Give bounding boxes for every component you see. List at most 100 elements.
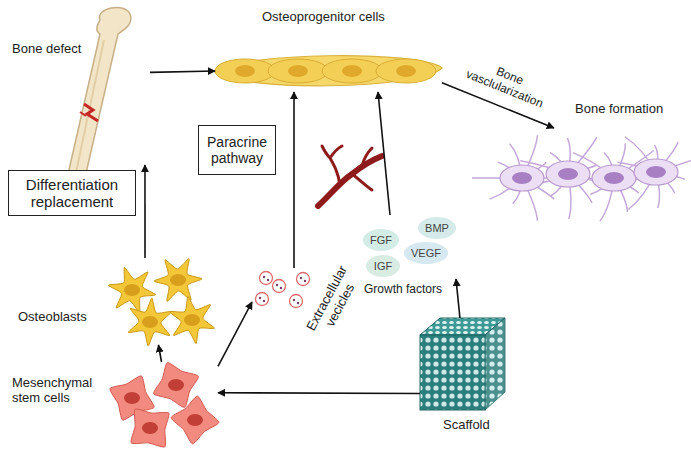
scaffold-illustration (485, 318, 505, 410)
vesicle-illustration (256, 293, 269, 306)
stem-cell-illustration (187, 414, 203, 426)
stem-cell-illustration (124, 392, 140, 404)
vesicle-illustration (297, 273, 310, 286)
bone-formation-illustration (604, 172, 624, 184)
flow-arrow (150, 71, 215, 72)
pathway-box: Paracrine pathway (198, 125, 276, 175)
osteoprogenitor-illustration (376, 59, 436, 83)
growth-factors: Growth factorsFGFBMPIGFVEGF (360, 215, 460, 279)
osteoprogenitor-illustration (396, 65, 416, 77)
flow-arrow (293, 92, 295, 268)
flow-arrow (144, 165, 146, 258)
bone-formation-illustration (512, 172, 532, 184)
vesicle-illustration (280, 287, 282, 289)
node-text: BMP (425, 222, 449, 235)
scaffold-illustration (420, 335, 485, 410)
osteoblast-illustration (142, 316, 158, 328)
osteoblast-illustration (169, 296, 214, 343)
vesicle-illustration (263, 276, 265, 278)
node-label: Bone formation (575, 102, 663, 117)
bone-formation-illustration (472, 135, 691, 221)
osteoblast-illustration (154, 259, 202, 302)
bone-illustration (74, 40, 104, 182)
bone-illustration (80, 112, 86, 116)
osteoprogenitor-illustration (268, 59, 328, 83)
osteoblast-illustration (124, 284, 140, 296)
flow-arrow (378, 92, 390, 215)
osteoprogenitor-illustration (288, 65, 308, 77)
vesicle-illustration (259, 297, 261, 299)
vesicle-illustration (300, 277, 302, 279)
node-text: Paracrine pathway (204, 134, 270, 166)
blood-vessel (322, 146, 372, 190)
growth-factor: BMP (418, 217, 456, 239)
stem-cell-illustration (131, 409, 169, 447)
mesenchymal-stem-cells: Mesenchymal stem cells (105, 362, 218, 450)
blood-vessel (318, 156, 382, 206)
growth-factor: IGF (366, 255, 400, 277)
growth-factor: FGF (363, 229, 399, 251)
bone-formation-illustration (558, 168, 578, 180)
osteoprogenitor-illustration (215, 59, 275, 83)
vesicle-illustration (260, 272, 273, 285)
node-text: Differentiation replacement (14, 176, 130, 211)
stem-cell-illustration (168, 379, 184, 391)
node-text: VEGF (411, 247, 441, 260)
scaffold-illustration (420, 318, 505, 410)
bone-formation-illustration (500, 165, 544, 191)
osteoblast-illustration (108, 259, 214, 346)
pathway-box: Differentiation replacement (8, 170, 136, 216)
stem-cell-illustration (142, 422, 158, 434)
growth-factor: VEGF (404, 242, 448, 264)
vesicle-illustration (304, 280, 306, 282)
scaffold: Scaffold (420, 318, 505, 410)
bone-formation-illustration (634, 159, 678, 185)
flow-arrow (218, 302, 252, 366)
bone-formation-illustration (646, 166, 666, 178)
vesicle-illustration (297, 302, 299, 304)
vesicle-illustration (293, 299, 295, 301)
bone-formation-illustration (592, 165, 636, 191)
extracellular-vesicles: Extracellular vecicles (252, 268, 312, 308)
bone-formation: Bone formation (485, 128, 682, 228)
osteoprogenitor-illustration (215, 56, 442, 86)
flow-arrow (218, 392, 420, 394)
osteoprogenitor-cells: Osteoprogenitor cells (215, 50, 442, 92)
vesicle-illustration (276, 284, 278, 286)
node-label: Bone defect (12, 42, 81, 57)
osteoblast-illustration (170, 274, 186, 286)
osteoblasts: Osteoblasts (105, 258, 212, 345)
flow-arrow (456, 279, 460, 318)
osteoprogenitor-illustration (322, 59, 382, 83)
osteoblast-illustration (184, 314, 200, 326)
flow-arrow (159, 345, 162, 362)
node-label: Osteoprogenitor cells (262, 10, 385, 25)
osteoprogenitor-illustration (235, 65, 255, 77)
stem-cell-illustration (110, 363, 219, 447)
node-label: Extracellular vecicles (302, 259, 367, 345)
node-text: IGF (374, 260, 392, 273)
bone-defect: Bone defect (55, 8, 150, 165)
osteoblast-illustration (128, 298, 171, 346)
bone-illustration (84, 104, 98, 121)
vesicle-illustration (263, 300, 265, 302)
edge-label: Bone vasclularization (451, 50, 563, 117)
vesicle-illustration (267, 279, 269, 281)
node-label: Scaffold (443, 418, 490, 433)
node-label: Growth factors (364, 283, 442, 297)
stem-cell-illustration (171, 396, 219, 444)
node-label: Mesenchymal stem cells (12, 376, 102, 406)
blood-vessel (318, 146, 382, 206)
vesicle-illustration (273, 280, 286, 293)
bone-formation-illustration (546, 161, 590, 187)
vesicle-illustration (290, 295, 303, 308)
vesicle-illustration (256, 272, 310, 308)
osteoprogenitor-illustration (342, 65, 362, 77)
node-text: FGF (370, 234, 392, 247)
node-label: Osteoblasts (18, 310, 87, 325)
osteoprogenitor-illustration (215, 56, 442, 86)
